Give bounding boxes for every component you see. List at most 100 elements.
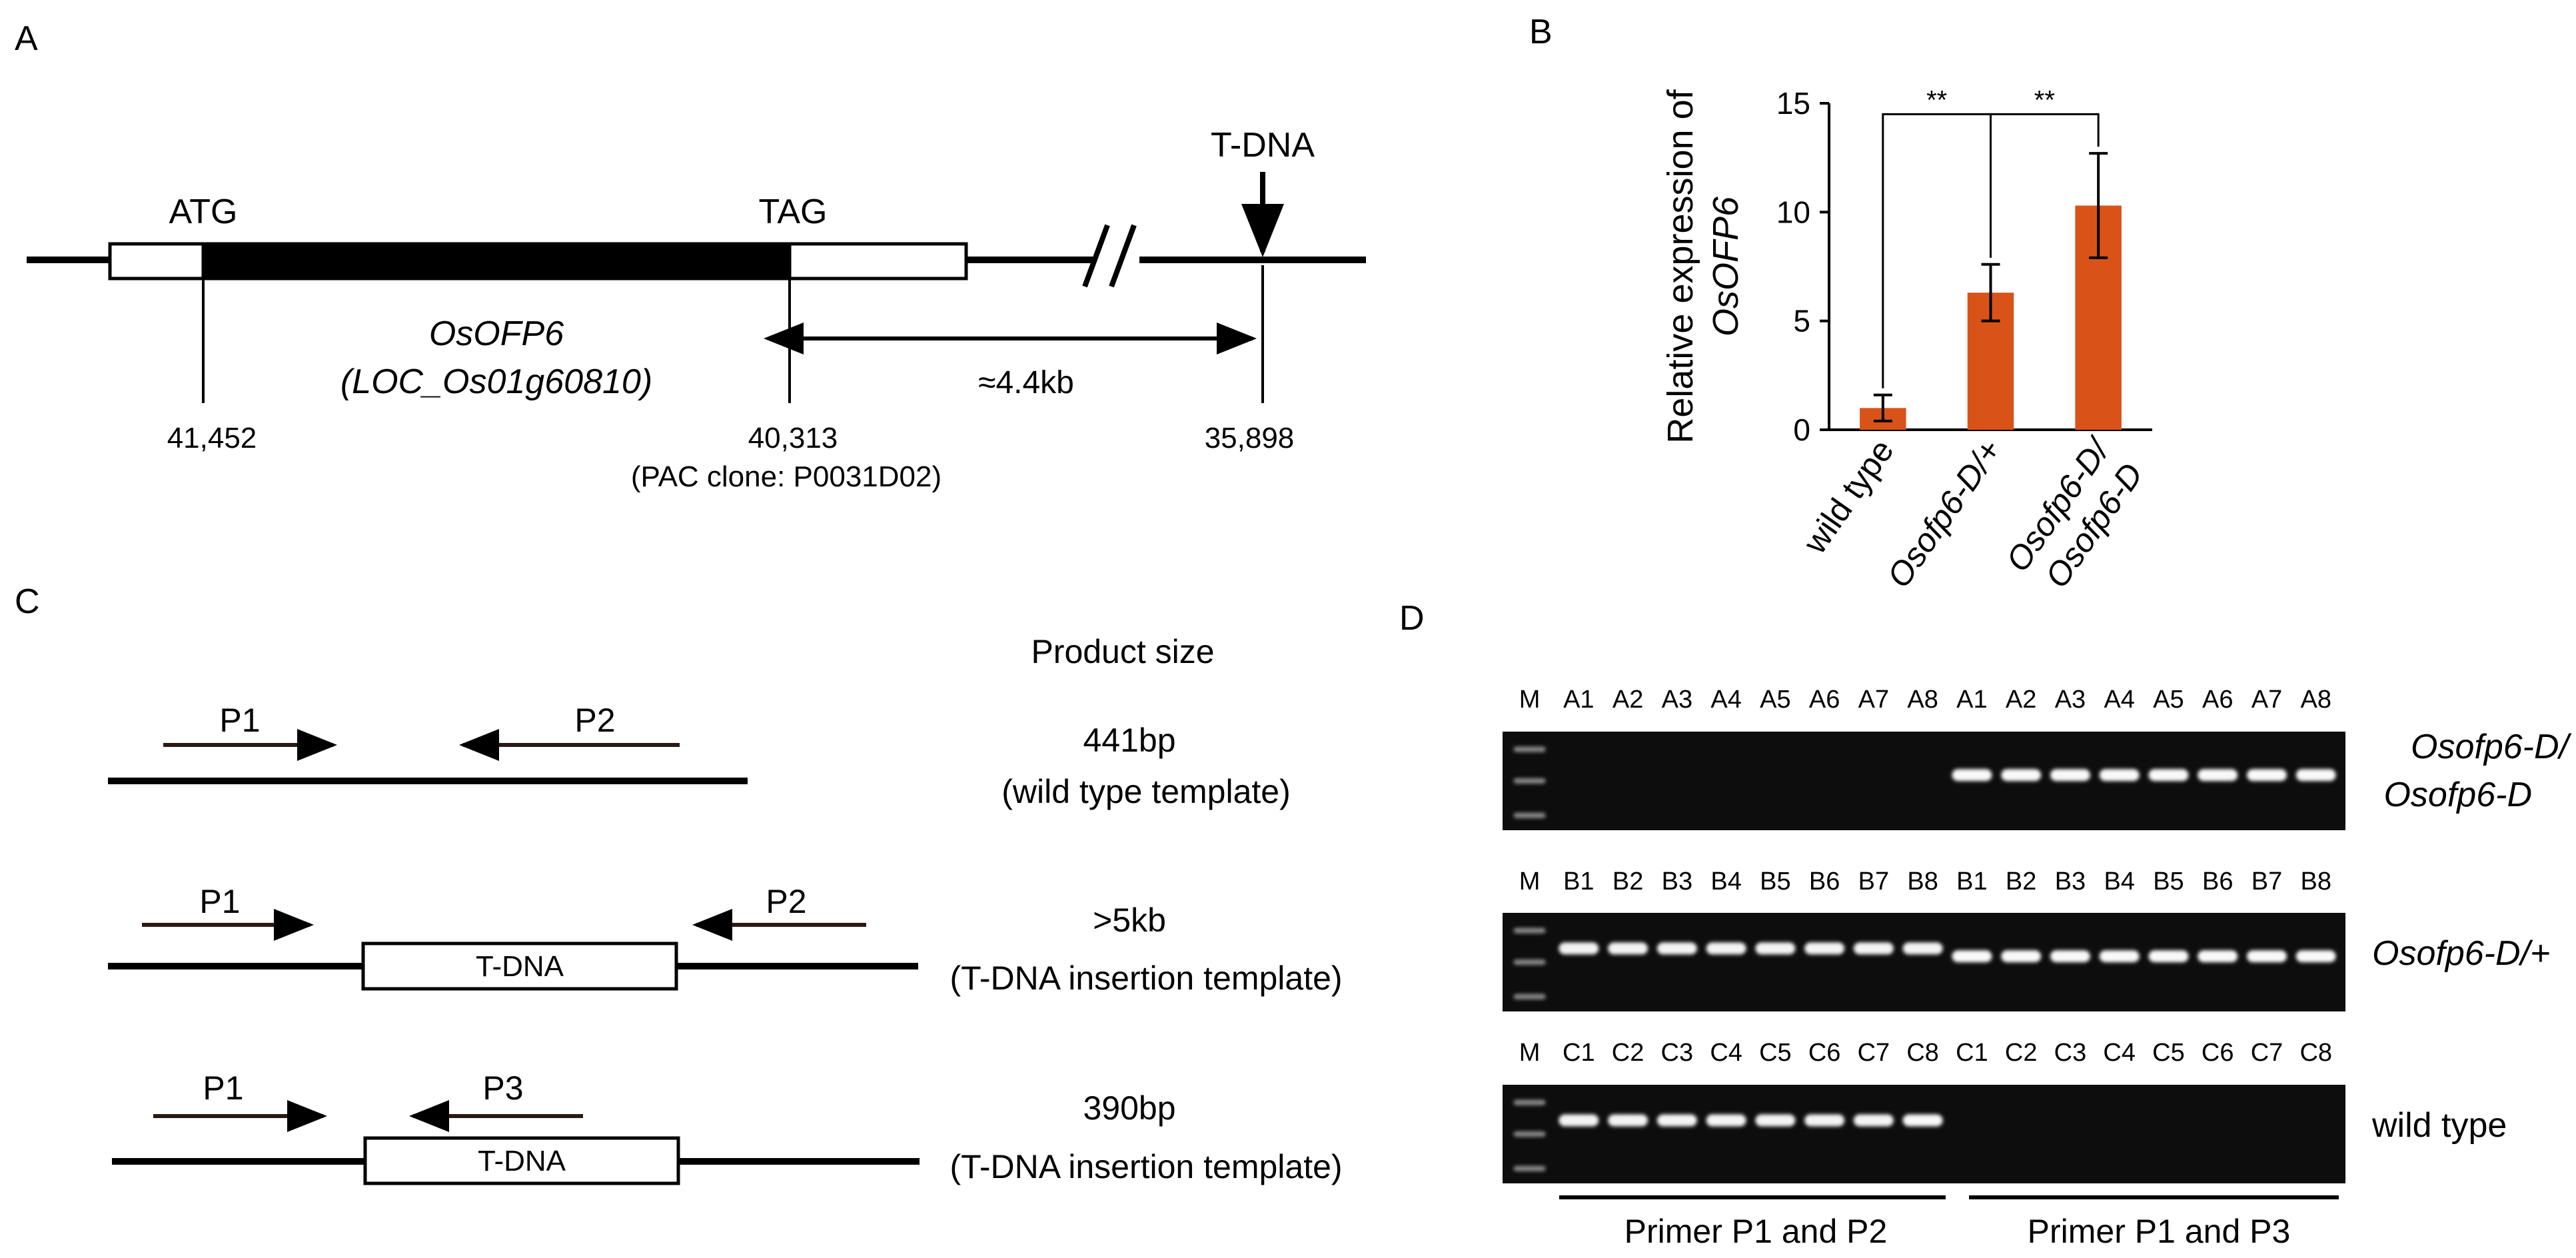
y-tick-label: 5 (1793, 304, 1810, 338)
coord-atg: 41,452 (167, 422, 257, 454)
gel-band (1755, 942, 1796, 955)
lane-label: C4 (1710, 1039, 1742, 1067)
lane-label: A4 (2104, 686, 2134, 714)
gel-band (1902, 1114, 1943, 1127)
gel-band (2050, 950, 2090, 963)
coord-tag: 40,313 (748, 422, 838, 454)
primer-p1-label: P1 (219, 702, 260, 739)
lane-label: A7 (1858, 686, 1889, 714)
lane-label: C1 (1956, 1039, 1988, 1067)
gel-band (2099, 950, 2140, 963)
lane-label: C6 (2202, 1039, 2234, 1067)
significance-label: ** (1926, 85, 1947, 115)
lane-label: C4 (2103, 1039, 2136, 1067)
x-tick-label-line1: wild type (1796, 432, 1901, 560)
primer-p2-label: P2 (766, 883, 806, 920)
lane-label: A8 (1907, 686, 1938, 714)
panel-c-label: C (15, 582, 40, 621)
gene-locus: (LOC_Os01g60810) (340, 362, 652, 401)
gel-band (2198, 769, 2238, 782)
panel-a: A ATG TAG T-DNA ≈4.4kb OsOFP6 (LOC_Os01g… (15, 19, 1366, 493)
gel-genotype-label: wild type (2371, 1106, 2507, 1145)
gel-band (1804, 1114, 1845, 1127)
lane-label: C5 (1759, 1039, 1792, 1067)
gel-genotype-label: Osofp6-D/+ (2372, 934, 2550, 973)
gel-band (2295, 769, 2336, 782)
template-type: (T-DNA insertion template) (950, 1148, 1342, 1185)
lane-label: B5 (1760, 868, 1790, 896)
product-size: 441bp (1083, 722, 1175, 759)
x-tick-label: Osofp6-D/+ (1880, 432, 2008, 594)
y-tick-label: 10 (1776, 195, 1810, 229)
lane-label: A2 (2006, 686, 2036, 714)
significance-bracket (1990, 113, 2100, 258)
atg-label: ATG (169, 193, 237, 231)
lane-label: A3 (2055, 686, 2086, 714)
lane-label: B2 (2006, 868, 2036, 896)
distance-label: ≈4.4kb (978, 365, 1074, 400)
lane-label: C3 (1661, 1039, 1694, 1067)
ladder-band (1513, 746, 1546, 752)
cds-box (201, 242, 792, 281)
lane-label: B6 (2202, 868, 2233, 896)
utr-5-box (108, 242, 205, 281)
lane-label: A5 (1760, 686, 1790, 714)
tag-label: TAG (758, 193, 827, 231)
gel-band (2001, 769, 2042, 782)
lane-label: A5 (2153, 686, 2184, 714)
lane-label: B3 (1662, 868, 1692, 896)
gel-band (1608, 1114, 1648, 1127)
tdna-insert-box (361, 942, 678, 991)
lane-label: C1 (1563, 1039, 1595, 1067)
lane-label: A1 (1956, 686, 1987, 714)
tdna-insert-label: T-DNA (476, 950, 564, 983)
lane-label: C7 (1858, 1039, 1890, 1067)
gel-band (1656, 1114, 1697, 1127)
significance-label: ** (2034, 85, 2055, 115)
y-tick-label: 15 (1776, 86, 1810, 121)
lane-label: C5 (2152, 1039, 2185, 1067)
panel-b-label: B (1529, 13, 1553, 51)
y-axis-title-line1: Relative expression of (1660, 89, 1700, 443)
gel-band (2001, 950, 2042, 963)
lane-label: A8 (2301, 686, 2331, 714)
panel-b: B Relative expression of OsOFP6 051015**… (1529, 13, 2152, 594)
lane-label: A7 (2252, 686, 2282, 714)
lane-label: M (1519, 686, 1541, 714)
bar-chart: 0 5 10 15 ** ** wild typeOsofp6-D/+Osofp6-D/Os… (1776, 85, 2152, 594)
lane-label: C3 (2054, 1039, 2087, 1067)
x-tick-label: wild type (1796, 432, 1901, 560)
pcr-scheme-tdna-p2: P1 P2 T-DNA >5kb (T-DNA insertion templa… (108, 883, 1343, 997)
lane-label: A6 (1809, 686, 1840, 714)
lane-label: B8 (2301, 868, 2331, 896)
gel-band (1952, 769, 1992, 782)
ladder-band (1513, 928, 1546, 934)
x-tick-label: Osofp6-D/Osofp6-D (1999, 430, 2150, 594)
product-size: >5kb (1093, 902, 1166, 939)
panel-d-label: D (1399, 599, 1425, 638)
y-tick-label: 0 (1793, 412, 1810, 447)
lane-label: A3 (1662, 686, 1692, 714)
gel-band (2295, 950, 2336, 963)
lane-label: A4 (1710, 686, 1741, 714)
lane-label: B4 (2104, 868, 2134, 896)
ladder-band (1513, 993, 1546, 999)
ladder-band (1513, 1165, 1546, 1171)
gel-genotype-label-line2: Osofp6-D (2383, 776, 2532, 814)
gel-band (1853, 1114, 1894, 1127)
gel-band (2099, 769, 2140, 782)
template-type: (T-DNA insertion template) (950, 959, 1342, 997)
lane-label: B6 (1809, 868, 1840, 896)
primer-group-2-label: Primer P1 and P3 (2028, 1213, 2291, 1250)
gel-band (1902, 942, 1943, 955)
primer-group-1-label: Primer P1 and P2 (1624, 1213, 1888, 1250)
ladder-band (1513, 1099, 1546, 1105)
panel-a-label: A (15, 19, 38, 58)
ladder-band (1513, 959, 1546, 965)
